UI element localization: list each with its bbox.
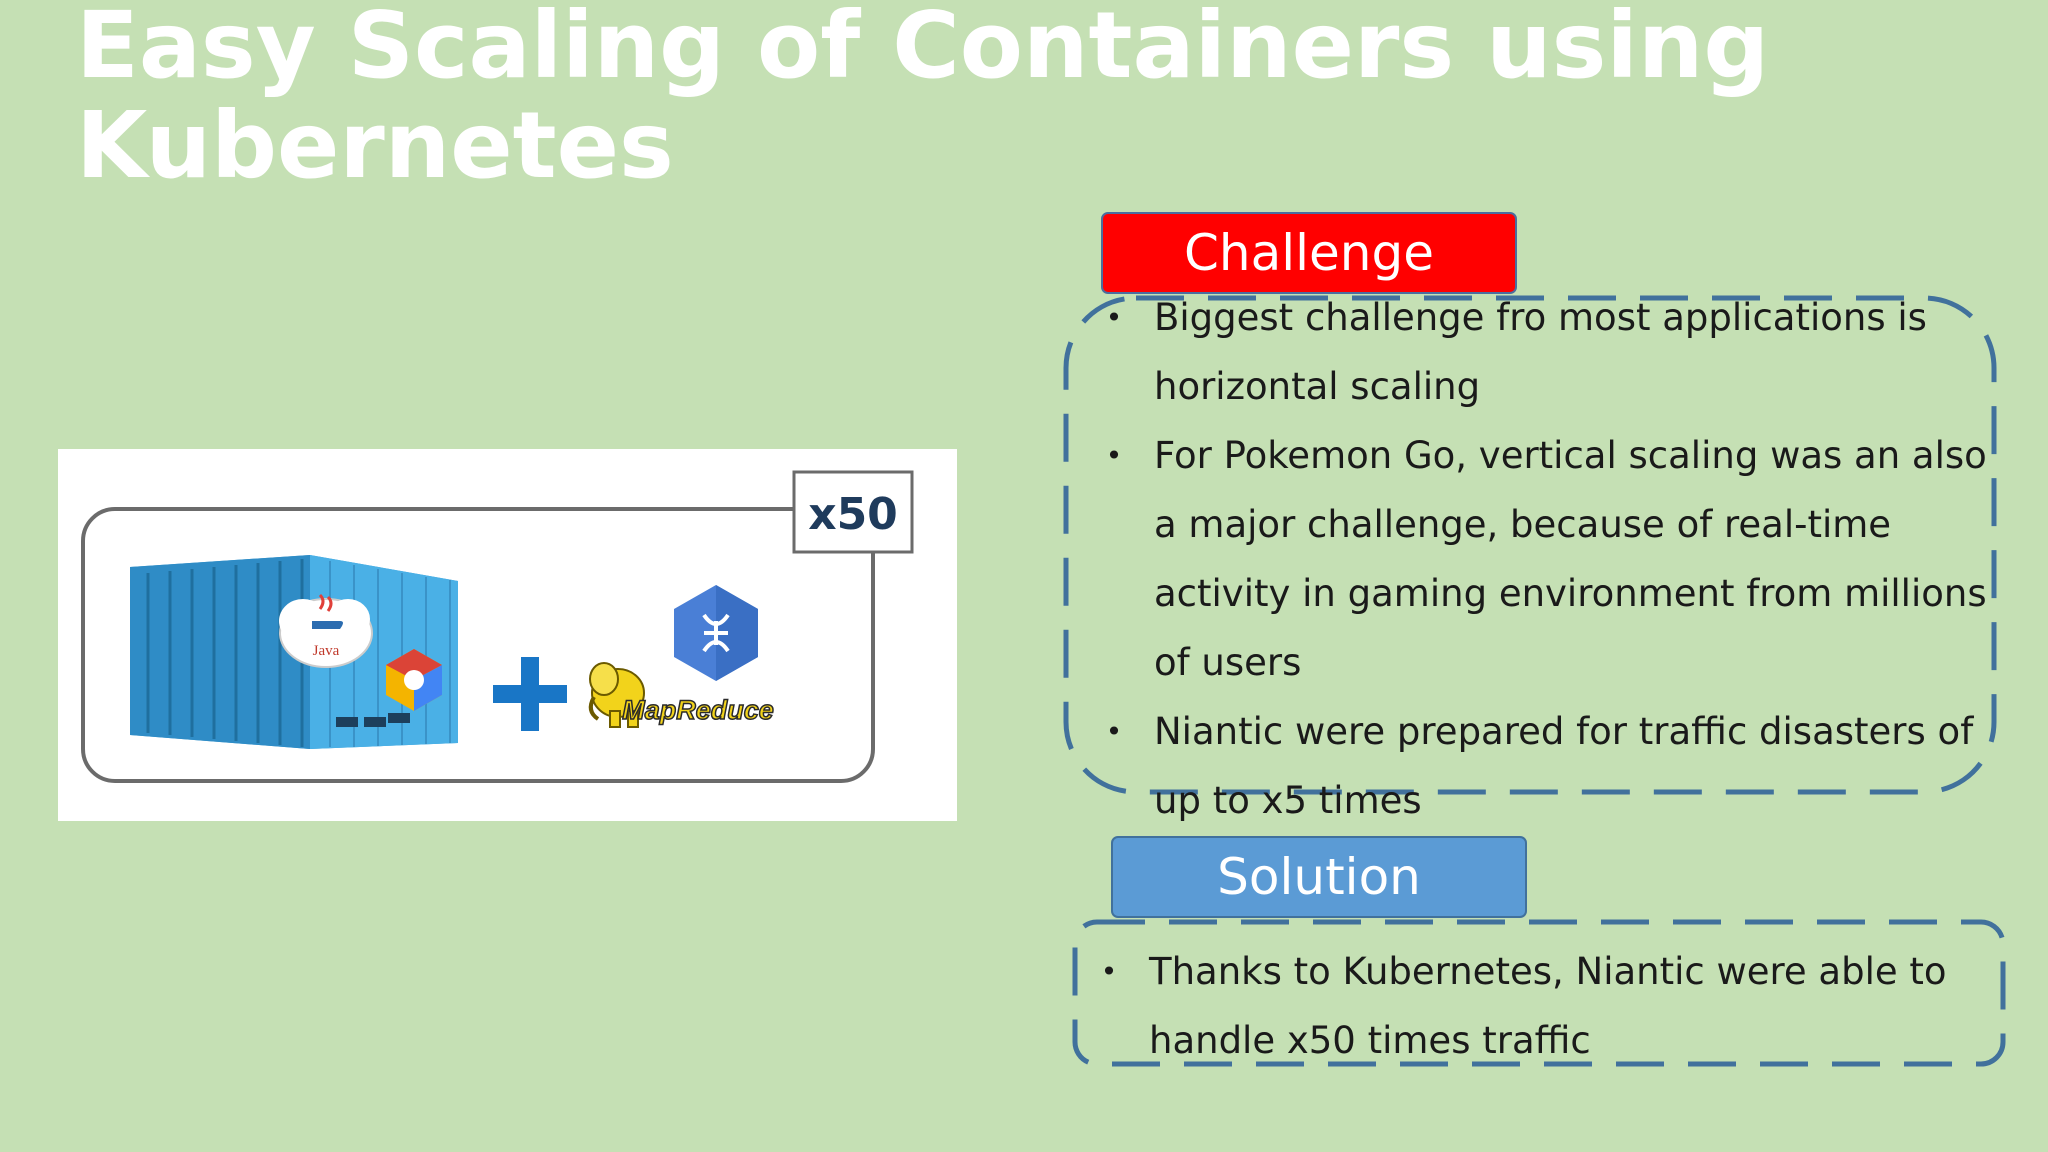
plus-icon xyxy=(493,657,567,731)
solution-frame xyxy=(1072,919,2006,1067)
challenge-item-text: Niantic were prepared for traffic disast… xyxy=(1154,710,1974,822)
list-item: • Thanks to Kubernetes, Niantic were able… xyxy=(1099,937,1999,1075)
challenge-item-text: Biggest challenge fro most applications … xyxy=(1154,296,1927,408)
multiplier-label: x50 xyxy=(808,489,898,540)
slide-title: Easy Scaling of Containers using Kuberne… xyxy=(76,0,1770,199)
java-cloud-icon: Java xyxy=(279,593,373,668)
solution-label: Solution xyxy=(1111,836,1527,918)
kubernetes-hexagon-icon xyxy=(674,585,758,681)
mapreduce-label: MapReduce xyxy=(622,695,774,725)
google-cloud-icon xyxy=(386,649,442,711)
solution-list: • Thanks to Kubernetes, Niantic were able… xyxy=(1099,937,1999,1075)
challenge-label: Challenge xyxy=(1101,212,1517,294)
list-item: • Niantic were prepared for traffic disas… xyxy=(1104,697,2004,835)
scaling-illustration: Java xyxy=(58,449,957,821)
challenge-list: • Biggest challenge fro most applications… xyxy=(1104,283,2004,835)
bullet-icon: • xyxy=(1105,439,1123,472)
bullet-icon: • xyxy=(1105,715,1123,748)
bullet-icon: • xyxy=(1100,955,1118,988)
hadoop-elephant-icon xyxy=(588,662,645,728)
list-item: • Biggest challenge fro most applications… xyxy=(1104,283,2004,421)
challenge-frame xyxy=(1063,295,1997,795)
list-item: • For Pokemon Go, vertical scaling was an… xyxy=(1104,421,2004,697)
challenge-item-text: For Pokemon Go, vertical scaling was an … xyxy=(1154,434,1987,684)
svg-text:Java: Java xyxy=(313,643,340,659)
solution-item-text: Thanks to Kubernetes, Niantic were able … xyxy=(1149,950,1947,1062)
bullet-icon: • xyxy=(1105,301,1123,334)
